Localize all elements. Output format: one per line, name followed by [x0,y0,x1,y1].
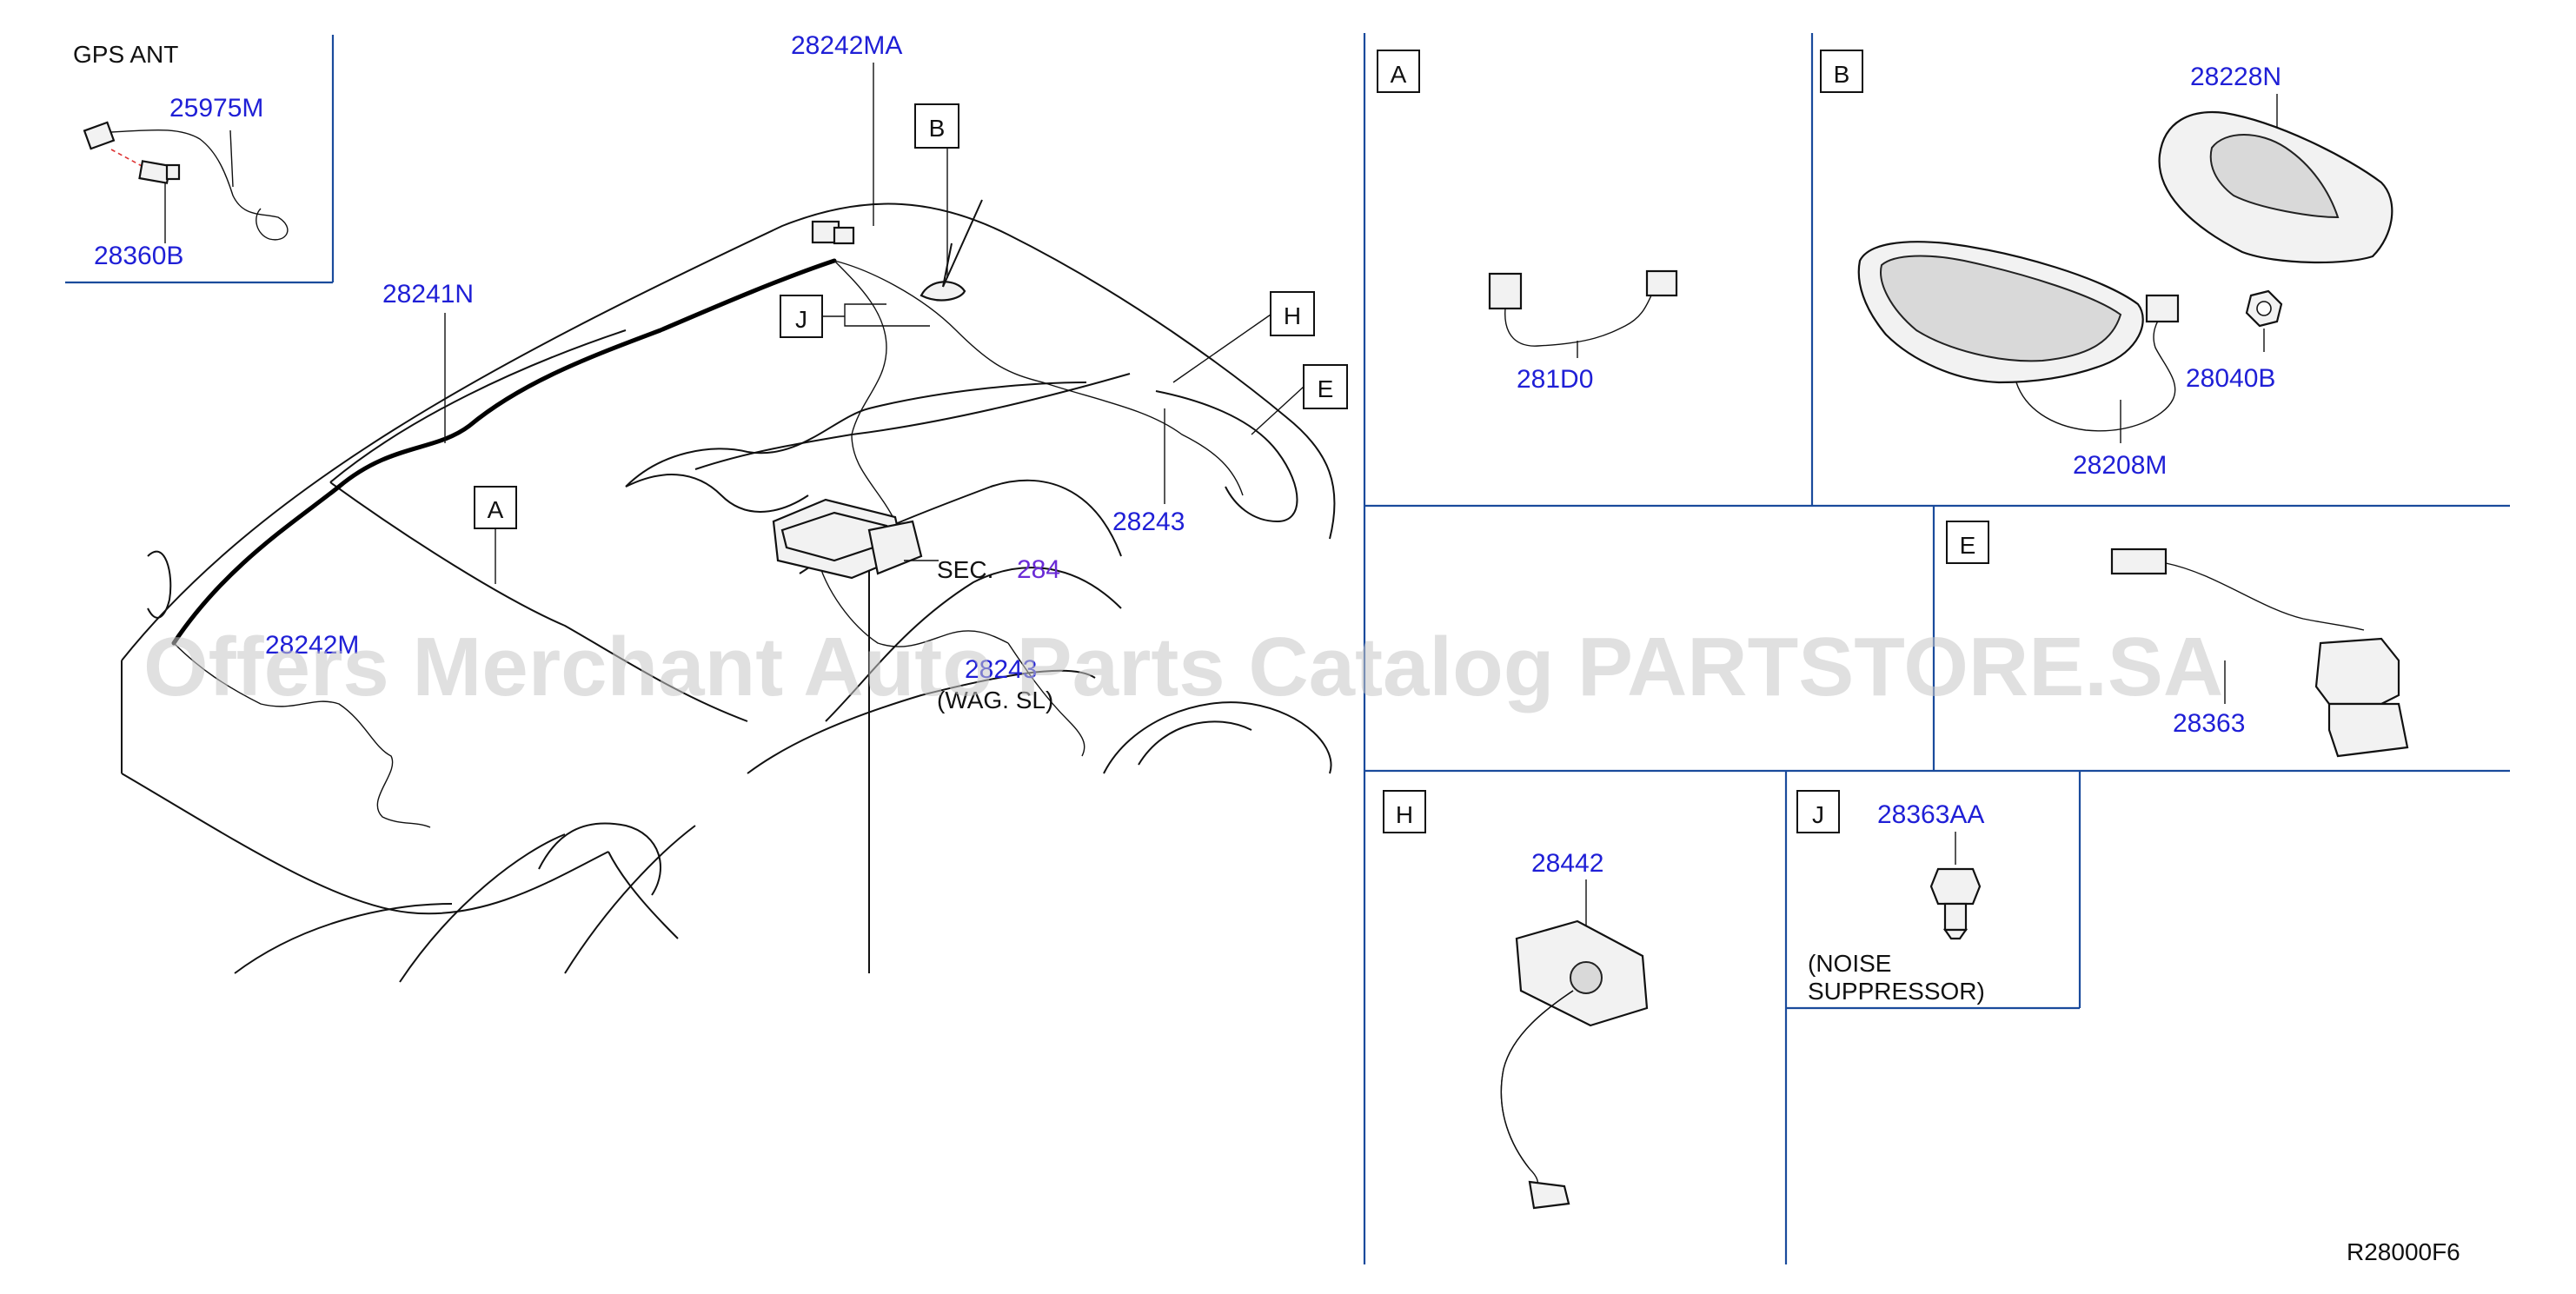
roof-antenna [811,148,983,302]
panel-A-letter: A [1391,61,1407,88]
part-28360B[interactable]: 28360B [94,242,183,270]
svg-text:A: A [488,496,504,523]
antenna-amplifier-module [772,498,939,580]
panel-H-tag [1383,790,1426,833]
panel-E-letter: E [1960,532,1976,559]
panel-A-tag [1377,50,1420,93]
part-281D0[interactable]: 281D0 [1517,365,1593,394]
svg-text:J: J [795,306,807,333]
e-connector [2110,547,2168,575]
noise-label-1: (NOISE [1808,950,1891,977]
part-28208M[interactable]: 28208M [2073,451,2167,480]
panel-B: B 28228N 28208M 28040B [1820,50,2393,480]
panel-B-tag [1820,50,1863,93]
watermark: Offers Merchant Auto Parts Catalog PARTS… [143,620,2223,713]
part-28040B[interactable]: 28040B [2186,364,2275,393]
panel-J: J 28363AA (NOISE SUPPRESSOR) [1796,790,1985,1005]
panel-dividers [65,33,2510,1264]
panel-H: H 28442 [1383,790,1649,1210]
callout-A-main[interactable]: A [474,486,517,584]
vehicle-body-outline [121,202,1336,983]
part-28242M[interactable]: 28242M [265,631,359,660]
diagram-code: R28000F6 [2347,1238,2460,1265]
e-bracket [2314,637,2400,706]
antenna-connector [2145,294,2180,323]
part-28241N[interactable]: 28241N [382,280,474,309]
callout-B-main[interactable]: B [914,103,959,149]
panel-E-tag [1946,521,1989,564]
panel-E: E 28363 [1946,521,2409,758]
noise-label-2: SUPPRESSOR) [1808,978,1985,1005]
part-28243-bottom[interactable]: 28243 [965,655,1037,684]
antenna-harness-lines [171,258,1244,828]
wag-label: (WAG. SL) [937,687,1053,713]
panel-A: A 281D0 [1377,50,1678,394]
gps-antenna-inset: GPS ANT 25975M 28360B [73,41,289,270]
noise-suppressor-bolt [1929,867,1982,906]
h-connector [1528,1180,1570,1210]
part-28363[interactable]: 28363 [2173,709,2245,738]
svg-text:H: H [1284,302,1301,329]
gps-title: GPS ANT [73,41,178,68]
part-28442[interactable]: 28442 [1531,849,1603,878]
svg-text:E: E [1318,375,1334,402]
panel-H-letter: H [1396,801,1413,828]
panel-J-letter: J [1812,801,1824,828]
part-28242MA[interactable]: 28242MA [791,31,902,60]
part-25975M[interactable]: 25975M [169,94,263,123]
svg-text:B: B [929,115,946,142]
sec-label: SEC. [937,556,993,583]
part-28243-top[interactable]: 28243 [1112,508,1185,536]
connector-right [1645,269,1678,297]
panel-B-letter: B [1834,61,1850,88]
callout-E-main[interactable]: E [1251,364,1348,435]
callout-H-main[interactable]: H [1172,291,1315,383]
sec-number[interactable]: 284 [1017,555,1060,584]
connector-left [1488,272,1523,310]
part-28363AA[interactable]: 28363AA [1877,800,1984,829]
part-28228N[interactable]: 28228N [2190,63,2281,91]
panel-J-tag [1796,790,1840,833]
callout-J-main[interactable]: J [780,295,930,338]
